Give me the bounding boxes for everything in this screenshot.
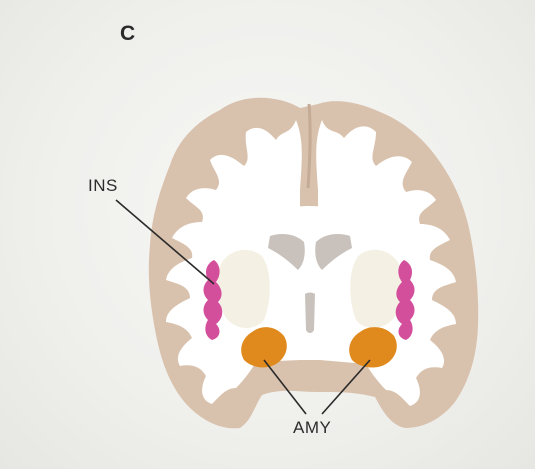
amygdala-label: AMY [293,418,331,438]
third-ventricle [305,293,315,334]
insula-label: INS [88,176,118,196]
